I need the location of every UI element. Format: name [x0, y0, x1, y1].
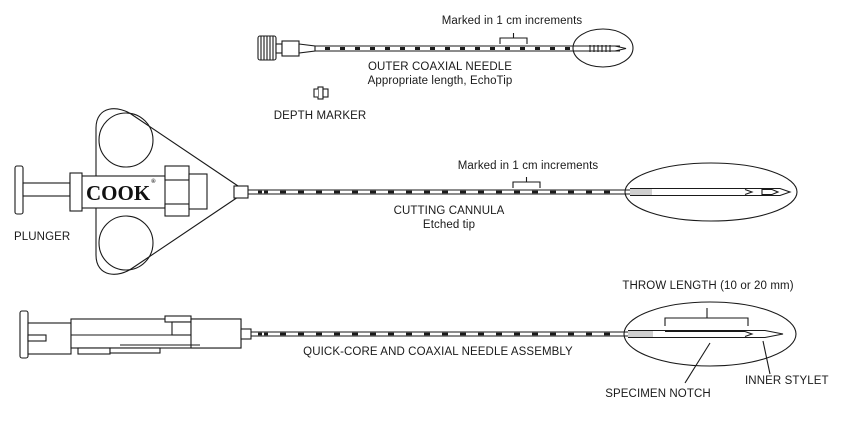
- quick-core-assembly: [19, 301, 797, 384]
- depth-marker-label: DEPTH MARKER: [273, 110, 367, 122]
- outer-needle-title: OUTER COAXIAL NEEDLE: [367, 61, 513, 73]
- specimen-notch-leader: [684, 342, 711, 384]
- depth-marker-part: [313, 86, 329, 100]
- inner-stylet-leader: [762, 340, 771, 375]
- plunger: [14, 165, 71, 215]
- cutting-cannula-device: [14, 108, 798, 275]
- increment-bracket-cannula: [512, 177, 541, 188]
- needle-shaft: [315, 45, 620, 52]
- cannula-increment-label: Marked in 1 cm increments: [457, 160, 599, 172]
- needle-knurled-cap: [257, 35, 277, 61]
- throw-length-bracket: [664, 308, 749, 326]
- tip-callout-ellipse: [572, 28, 634, 68]
- echotip-tip: [580, 45, 627, 52]
- assembly-tip: [628, 308, 784, 384]
- specimen-notch-label: SPECIMEN NOTCH: [605, 388, 711, 400]
- inner-stylet-label: INNER STYLET: [745, 375, 829, 387]
- increment-bracket: [499, 33, 528, 44]
- assembly-tip-ellipse: [623, 301, 797, 367]
- outer-coaxial-needle: [257, 28, 634, 68]
- outer-needle-subtitle: Appropriate length, EchoTip: [367, 75, 513, 87]
- assembly-shaft: [251, 331, 640, 337]
- cook-logo: COOK®: [86, 179, 156, 205]
- cannula-title: CUTTING CANNULA: [393, 205, 505, 217]
- cook-logo-text: COOK: [86, 181, 151, 205]
- plunger-label: PLUNGER: [14, 231, 71, 243]
- needle-hub: [275, 40, 316, 57]
- assembly-handle: [19, 310, 252, 359]
- cannula-shaft: [248, 189, 640, 195]
- cannula-tip-ellipse: [624, 162, 798, 222]
- throw-length-label: THROW LENGTH (10 or 20 mm): [622, 280, 794, 292]
- registered-mark: ®: [151, 179, 156, 185]
- cannula-subtitle: Etched tip: [422, 219, 476, 231]
- cannula-etched-tip: [630, 187, 792, 197]
- outer-needle-increment-label: Marked in 1 cm increments: [441, 15, 583, 27]
- assembly-title: QUICK-CORE AND COAXIAL NEEDLE ASSEMBLY: [303, 346, 573, 358]
- handle-body: [69, 108, 249, 275]
